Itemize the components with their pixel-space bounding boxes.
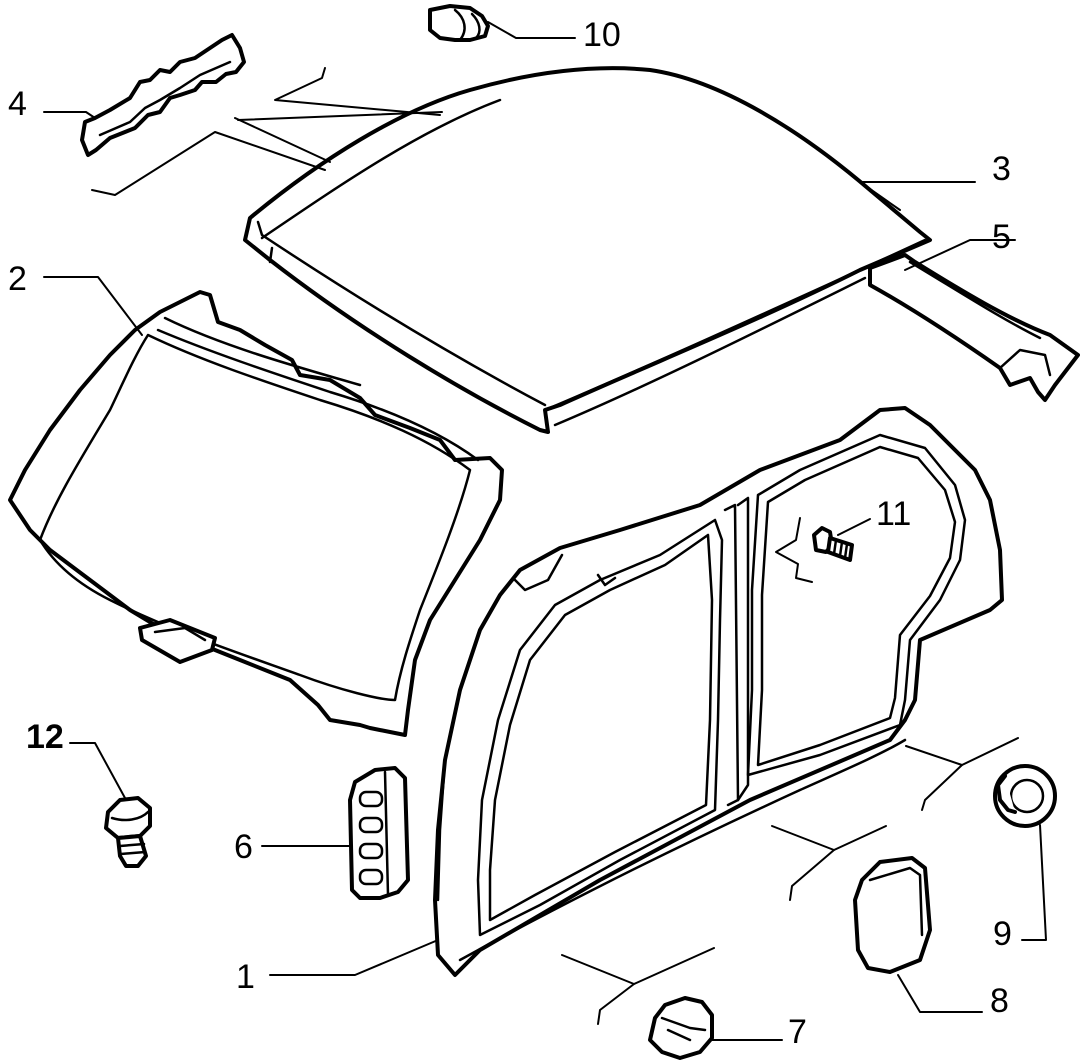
part-6-reinforcement-plate xyxy=(348,766,410,900)
callout-label-2: 2 xyxy=(8,260,27,298)
callout-label-10: 10 xyxy=(583,16,621,54)
part-4-bracket xyxy=(80,33,246,157)
callout-label-6: 6 xyxy=(234,828,253,866)
callout-labels: 1 2 3 4 5 6 7 8 9 10 11 12 xyxy=(8,16,1012,1051)
callout-label-12: 12 xyxy=(26,718,64,756)
callout-label-1: 1 xyxy=(236,958,255,996)
part-5-side-rail xyxy=(868,253,1080,402)
callout-label-8: 8 xyxy=(990,982,1009,1020)
part-10-plug xyxy=(428,4,490,42)
assembly-guide-lines xyxy=(91,67,1019,1025)
part-7-fastener xyxy=(648,996,714,1060)
part-8-cover-plate xyxy=(853,856,932,974)
callout-label-3: 3 xyxy=(992,150,1011,188)
callout-label-9: 9 xyxy=(993,915,1012,953)
callout-label-5: 5 xyxy=(992,218,1011,256)
part-3-roof-panel xyxy=(243,66,932,434)
callout-label-7: 7 xyxy=(788,1013,807,1051)
part-9-grommet xyxy=(993,764,1057,828)
callout-leaders xyxy=(43,21,1047,1041)
callout-label-11: 11 xyxy=(876,495,911,533)
part-12-clip xyxy=(104,796,152,868)
part-2-rear-window-frame xyxy=(8,290,504,737)
part-11-bolt xyxy=(812,526,854,562)
callout-label-4: 4 xyxy=(8,85,27,123)
part-1-side-body-frame xyxy=(433,406,1004,977)
